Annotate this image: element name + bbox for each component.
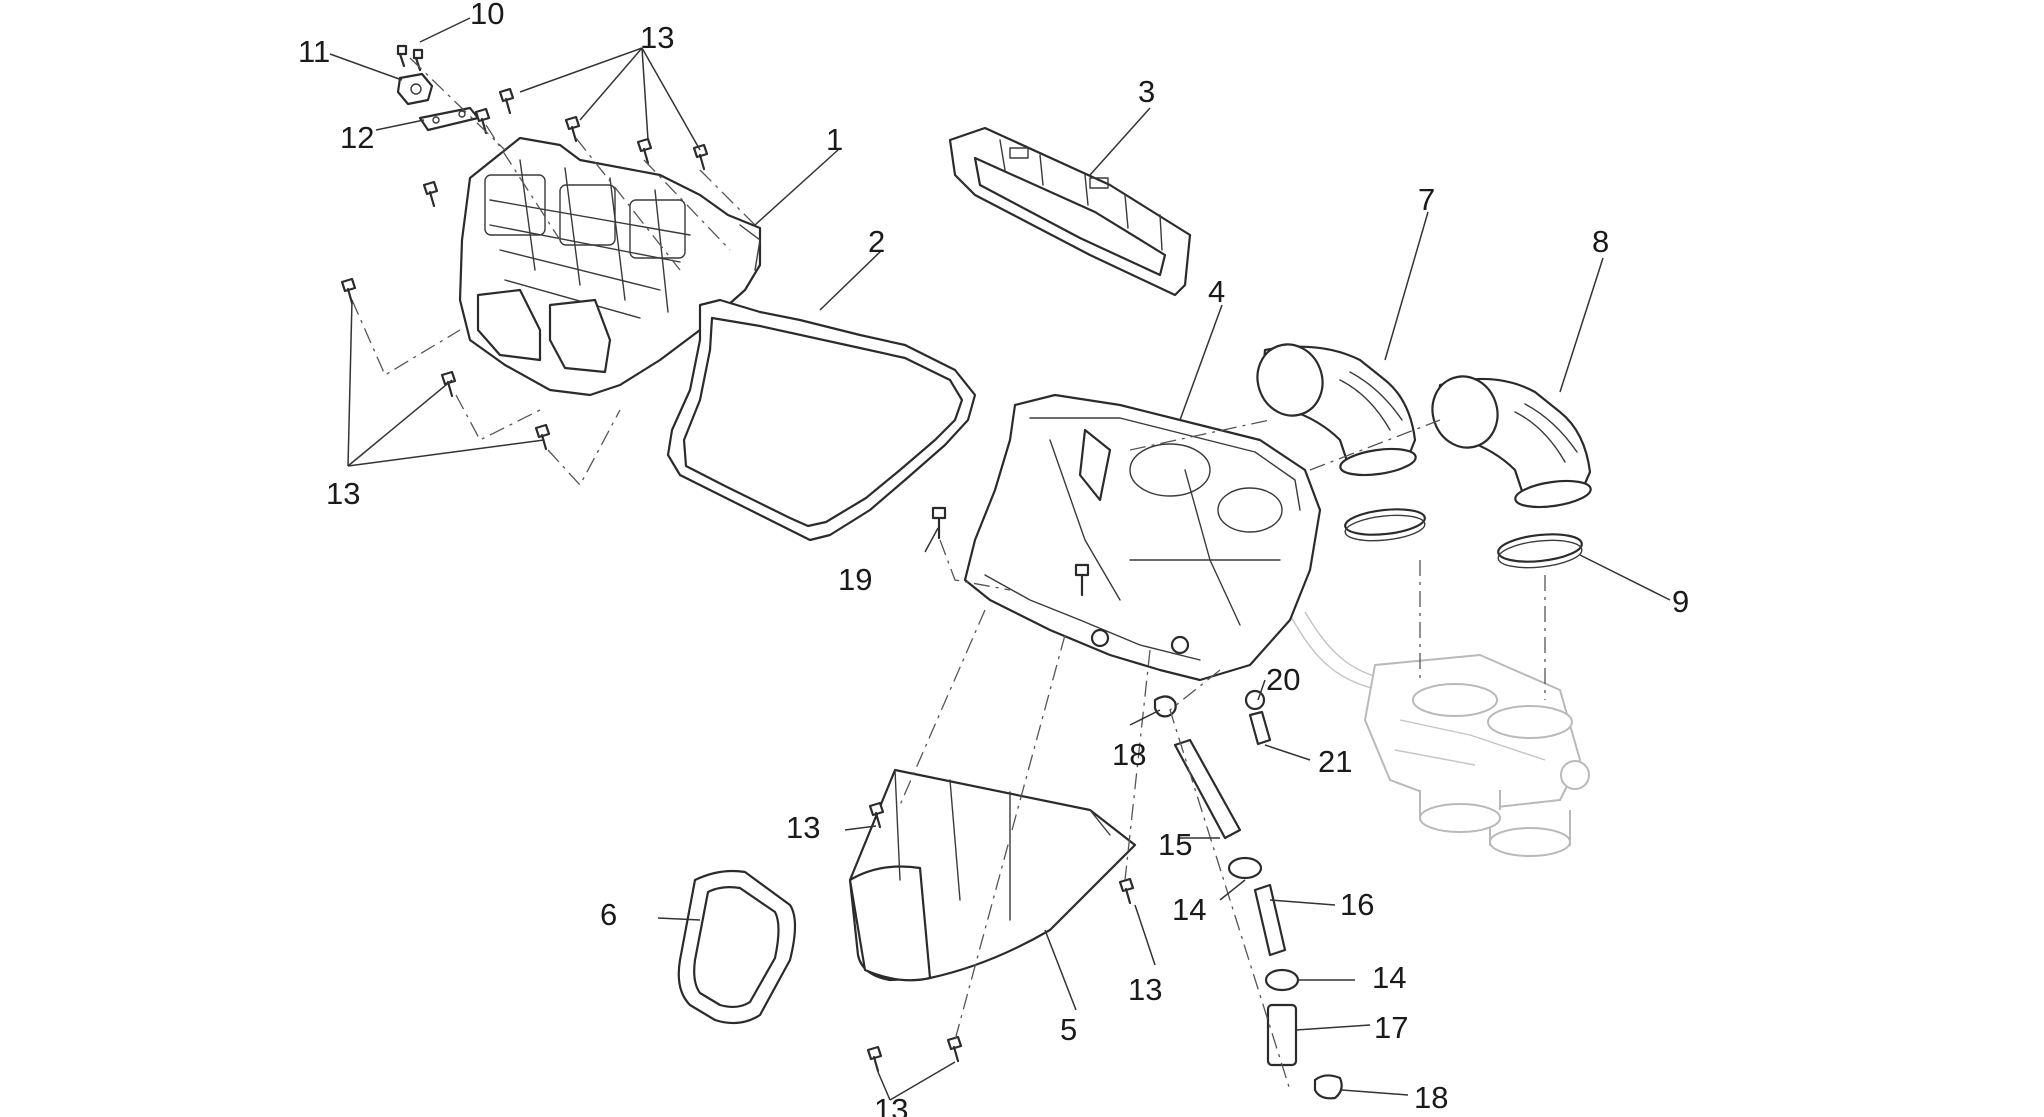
air-filter <box>948 126 1192 297</box>
callout-2: 2 <box>868 224 885 259</box>
callout-13-bottom: 13 <box>874 1092 908 1117</box>
clip-bracket-11 <box>396 72 434 106</box>
callout-21: 21 <box>1318 744 1352 779</box>
callout-17: 17 <box>1374 1010 1408 1045</box>
callout-13-duct-left: 13 <box>786 810 820 845</box>
screws-13-cover <box>340 87 709 451</box>
duct-seal <box>677 869 797 1025</box>
callout-labels: 1 2 3 4 5 6 7 8 9 10 11 12 13 13 13 13 1… <box>298 0 1689 1117</box>
callout-1: 1 <box>826 122 843 157</box>
callout-6: 6 <box>600 897 617 932</box>
leader-lines <box>329 17 1671 1101</box>
callout-20: 20 <box>1266 662 1300 697</box>
callout-19: 19 <box>838 562 872 597</box>
screws-10 <box>396 44 424 72</box>
callout-16: 16 <box>1340 887 1374 922</box>
intake-bellow-7 <box>1256 343 1417 477</box>
intake-duct <box>848 768 1137 982</box>
callout-5: 5 <box>1060 1012 1077 1047</box>
callout-14-upper: 14 <box>1172 892 1206 927</box>
callout-18-lower: 18 <box>1414 1080 1448 1115</box>
callout-13-left: 13 <box>326 476 360 511</box>
callout-3: 3 <box>1138 74 1155 109</box>
callout-18-upper: 18 <box>1112 737 1146 772</box>
assembly-lines <box>351 57 1546 1091</box>
screws-misc <box>866 506 1135 1073</box>
airbox-body <box>963 393 1322 682</box>
callout-15: 15 <box>1158 827 1192 862</box>
callout-12: 12 <box>340 120 374 155</box>
bracket-12 <box>418 106 480 132</box>
callout-13-duct-right: 13 <box>1128 972 1162 1007</box>
callout-4: 4 <box>1208 274 1225 309</box>
callout-7: 7 <box>1418 182 1435 217</box>
gasket <box>666 298 977 542</box>
hose-clamps-9 <box>1344 508 1583 569</box>
callout-9: 9 <box>1672 584 1689 619</box>
callout-8: 8 <box>1592 224 1609 259</box>
intake-bellow-8 <box>1431 375 1592 509</box>
callout-13-top: 13 <box>640 20 674 55</box>
callout-10: 10 <box>470 0 504 31</box>
callout-14-lower: 14 <box>1372 960 1406 995</box>
throttle-body-ghost <box>1289 611 1590 857</box>
airbox-cover <box>458 136 762 397</box>
callout-11: 11 <box>298 34 330 69</box>
